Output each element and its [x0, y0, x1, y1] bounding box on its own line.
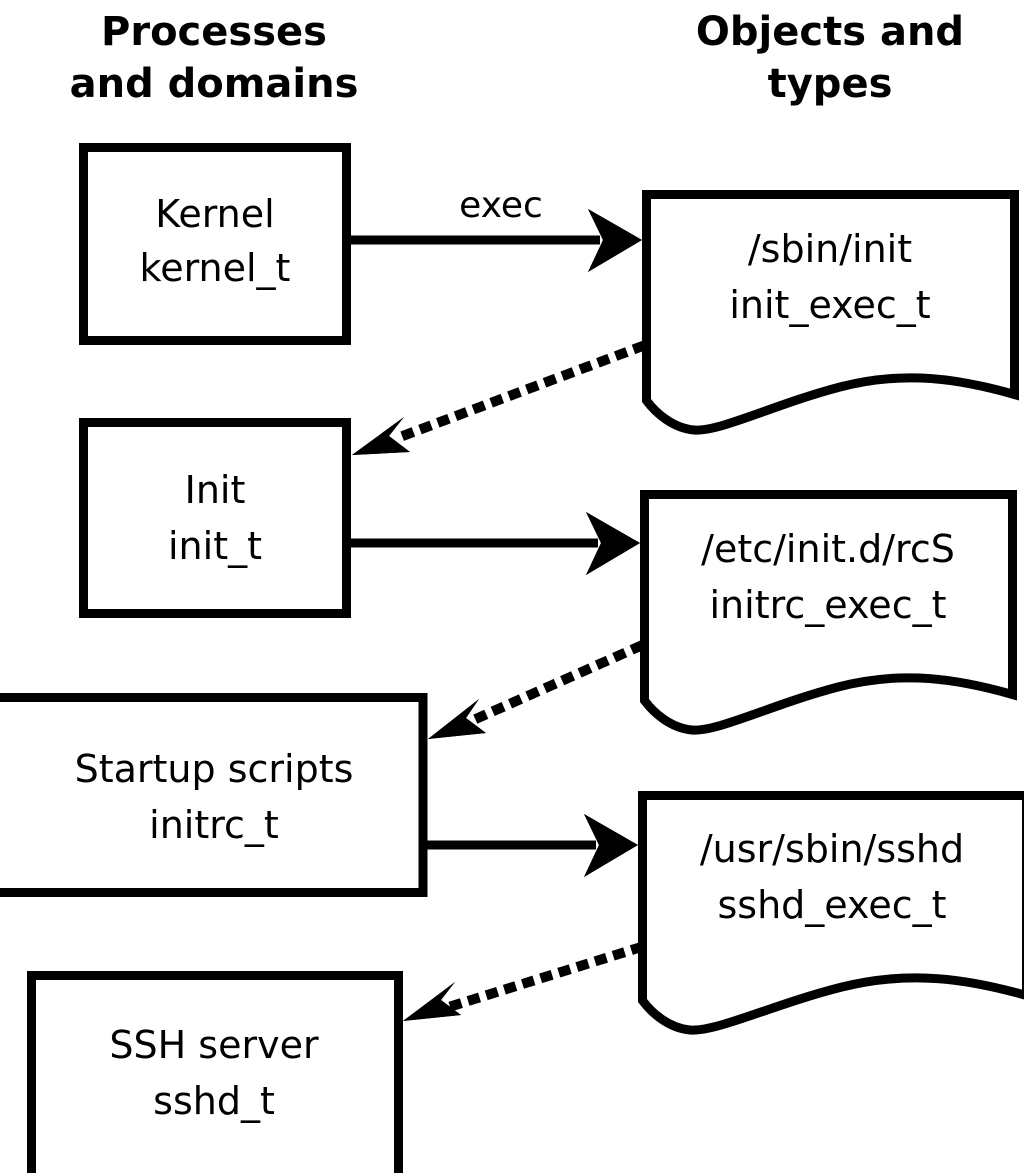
node-initrc-exec[interactable]: /etc/init.d/rcS initrc_exec_t — [640, 490, 1017, 735]
node-sshd-exec-document[interactable] — [638, 791, 1024, 1035]
node-ssh-server-line1: SSH server — [109, 1023, 319, 1067]
node-init-exec-document[interactable] — [642, 190, 1019, 435]
node-kernel-line1: Kernel — [155, 192, 274, 236]
arrow-head-overlay-sshd-exec-to-sshd — [403, 982, 461, 1021]
node-sshd-exec[interactable]: /usr/sbin/sshd sshd_exec_t — [638, 791, 1024, 1035]
node-kernel-line2: kernel_t — [140, 246, 291, 290]
node-initrc-exec-line2: initrc_exec_t — [710, 583, 947, 627]
node-initrc-exec-document[interactable] — [640, 490, 1017, 735]
arrow-head-overlay-initrc-to-sshd-exec — [584, 814, 638, 877]
node-ssh-server-line2: sshd_t — [153, 1079, 275, 1123]
arrow-head-overlay-exec-init — [588, 209, 642, 272]
edge-init-exec-to-init — [352, 340, 647, 455]
node-startup-scripts-line2: initrc_t — [149, 803, 279, 847]
node-init-exec-line1: /sbin/init — [748, 227, 912, 271]
node-startup-scripts-box[interactable] — [0, 693, 428, 897]
arrow-head-overlay-initrc-exec-to-initrc — [428, 699, 486, 739]
node-init-line1: Init — [185, 468, 246, 512]
column-header-objects-line2: types — [768, 61, 893, 107]
node-kernel[interactable]: Kernel kernel_t — [79, 143, 351, 345]
node-init-exec-line2: init_exec_t — [729, 283, 930, 327]
node-startup-scripts-line1: Startup scripts — [75, 747, 354, 791]
node-startup-scripts[interactable]: Startup scripts initrc_t — [0, 693, 428, 897]
node-ssh-server-box[interactable] — [27, 971, 403, 1173]
node-sshd-exec-line2: sshd_exec_t — [717, 883, 946, 927]
edge-line — [445, 941, 645, 1013]
node-sshd-exec-line1: /usr/sbin/sshd — [700, 827, 964, 871]
node-init-box[interactable] — [79, 418, 351, 618]
column-header-processes-line1: Processes — [101, 9, 327, 55]
arrow-head-overlay-init-to-initrc-exec — [586, 512, 640, 575]
node-init-exec[interactable]: /sbin/init init_exec_t — [642, 190, 1019, 435]
node-init[interactable]: Init init_t — [79, 418, 351, 618]
column-header-processes: Processes and domains — [70, 9, 359, 107]
node-initrc-exec-line1: /etc/init.d/rcS — [701, 527, 955, 571]
node-kernel-box[interactable] — [79, 143, 351, 345]
column-header-objects: Objects and types — [696, 9, 964, 107]
edge-line — [393, 340, 647, 444]
node-init-line2: init_t — [168, 524, 262, 568]
column-header-processes-line2: and domains — [70, 61, 359, 107]
column-header-objects-line1: Objects and — [696, 9, 964, 55]
node-ssh-server[interactable]: SSH server sshd_t — [27, 971, 403, 1173]
edge-label-exec: exec — [459, 185, 543, 226]
edge-line — [471, 640, 645, 725]
arrow-head-overlay-init-exec-to-init — [352, 417, 410, 455]
